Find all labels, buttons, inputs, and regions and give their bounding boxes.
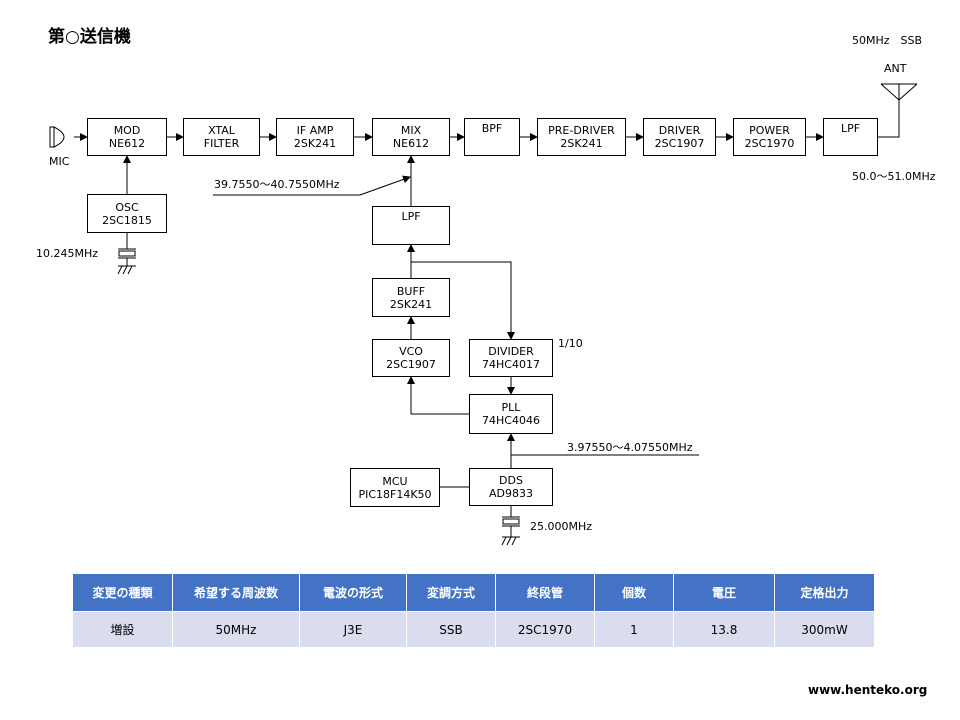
- table-cell: 50MHz: [172, 611, 300, 648]
- table-row: 増設 50MHz J3E SSB 2SC1970 1 13.8 300mW: [72, 611, 875, 648]
- power-label: POWER: [749, 124, 790, 137]
- pll-part: 74HC4046: [482, 414, 540, 427]
- driver-label: DRIVER: [658, 124, 701, 137]
- lo-input-arrow: [213, 175, 411, 196]
- buff-label: BUFF: [396, 284, 426, 298]
- table-header: 電圧: [673, 573, 775, 612]
- pre-driver-block: PRE-DRIVER 2SK241: [537, 118, 626, 156]
- bpf-label: BPF: [481, 122, 503, 135]
- buff-part: 2SK241: [389, 297, 433, 311]
- mcu-block: MCU PIC18F14K50: [350, 468, 440, 507]
- table-header: 変更の種類: [72, 573, 173, 612]
- dds-label: DDS: [499, 474, 523, 487]
- mcu-part: PIC18F14K50: [358, 487, 432, 501]
- buff-to-divider-arrow: [411, 261, 515, 340]
- vco-part: 2SC1907: [386, 358, 436, 371]
- lpf-to-antenna-line: [878, 100, 900, 138]
- power-block: POWER 2SC1970: [733, 118, 806, 156]
- loop-lpf-block: LPF: [372, 206, 450, 245]
- xtal-filter-label-2: FILTER: [203, 137, 240, 150]
- osc-part: 2SC1815: [102, 213, 152, 227]
- table-cell: 300mW: [774, 611, 875, 648]
- table-header: 変調方式: [406, 573, 496, 612]
- mix-label: MIX: [400, 124, 422, 137]
- mod-part: NE612: [108, 137, 146, 150]
- dds-block: DDS AD9833: [469, 468, 553, 506]
- mix-block: MIX NE612: [372, 118, 450, 156]
- table-cell: SSB: [406, 611, 496, 648]
- output-lpf-label: LPF: [840, 122, 861, 135]
- band-label: 50MHz SSB: [852, 34, 923, 47]
- if-amp-label: IF AMP: [296, 124, 334, 137]
- pll-to-vco-arrow: [407, 376, 469, 415]
- pll-block: PLL 74HC4046: [469, 394, 553, 434]
- mix-part: NE612: [392, 137, 430, 150]
- pre-driver-label: PRE-DRIVER: [548, 124, 615, 137]
- pre-driver-part: 2SK241: [560, 137, 603, 150]
- mcu-label: MCU: [382, 474, 408, 488]
- crystal-frequency-label: 25.000MHz: [530, 520, 593, 533]
- mod-block: MOD NE612: [87, 118, 167, 156]
- if-amp-part: 2SK241: [293, 137, 337, 150]
- dds-frequency-label: 3.97550～4.07550MHz: [567, 441, 693, 454]
- divider-label: DIVIDER: [488, 345, 534, 358]
- xtal-filter-label: XTAL: [208, 124, 235, 137]
- osc-ground-icon: [117, 265, 136, 275]
- vco-label: VCO: [399, 345, 423, 358]
- table-cell: 増設: [72, 611, 173, 648]
- dds-crystal-icon: [502, 516, 520, 537]
- mod-label: MOD: [113, 124, 141, 137]
- table-cell: 2SC1970: [495, 611, 595, 648]
- website-url: www.henteko.org: [808, 683, 928, 697]
- spec-table: 変更の種類 希望する周波数 電波の形式 変調方式 終段管 個数 電圧 定格出力 …: [72, 573, 875, 648]
- dds-ground-icon: [501, 536, 520, 546]
- osc-frequency-label: 10.245MHz: [36, 247, 99, 260]
- xtal-filter-block: XTAL FILTER: [183, 118, 260, 156]
- divider-ratio-label: 1/10: [558, 337, 583, 350]
- table-header: 個数: [594, 573, 674, 612]
- microphone-icon: [49, 126, 65, 148]
- table-header: 終段管: [495, 573, 595, 612]
- lo-frequency-label: 39.7550～40.7550MHz: [214, 178, 340, 191]
- output-range-label: 50.0～51.0MHz: [852, 170, 936, 183]
- table-header: 定格出力: [774, 573, 875, 612]
- vco-block: VCO 2SC1907: [372, 339, 450, 377]
- page-title: 第○送信機: [48, 27, 131, 47]
- power-part: 2SC1970: [744, 137, 795, 150]
- divider-block: DIVIDER 74HC4017: [469, 339, 553, 377]
- table-cell: 13.8: [673, 611, 775, 648]
- pll-label: PLL: [501, 401, 521, 414]
- bpf-block: BPF: [464, 118, 520, 156]
- antenna-icon: [880, 83, 918, 101]
- loop-lpf-label: LPF: [401, 210, 421, 223]
- antenna-label: ANT: [884, 62, 907, 75]
- table-cell: J3E: [299, 611, 407, 648]
- osc-label: OSC: [115, 200, 139, 214]
- osc-block: OSC 2SC1815: [87, 194, 167, 233]
- table-header-row: 変更の種類 希望する周波数 電波の形式 変調方式 終段管 個数 電圧 定格出力: [72, 573, 875, 612]
- divider-part: 74HC4017: [482, 358, 540, 371]
- if-amp-block: IF AMP 2SK241: [276, 118, 354, 156]
- table-header: 電波の形式: [299, 573, 407, 612]
- table-header: 希望する周波数: [172, 573, 300, 612]
- driver-part: 2SC1907: [654, 137, 705, 150]
- output-lpf-block: LPF: [823, 118, 878, 156]
- dds-part: AD9833: [489, 487, 533, 500]
- mic-label: MIC: [49, 155, 70, 168]
- table-cell: 1: [594, 611, 674, 648]
- osc-crystal-icon: [118, 248, 136, 266]
- driver-block: DRIVER 2SC1907: [643, 118, 716, 156]
- buff-block: BUFF 2SK241: [372, 278, 450, 317]
